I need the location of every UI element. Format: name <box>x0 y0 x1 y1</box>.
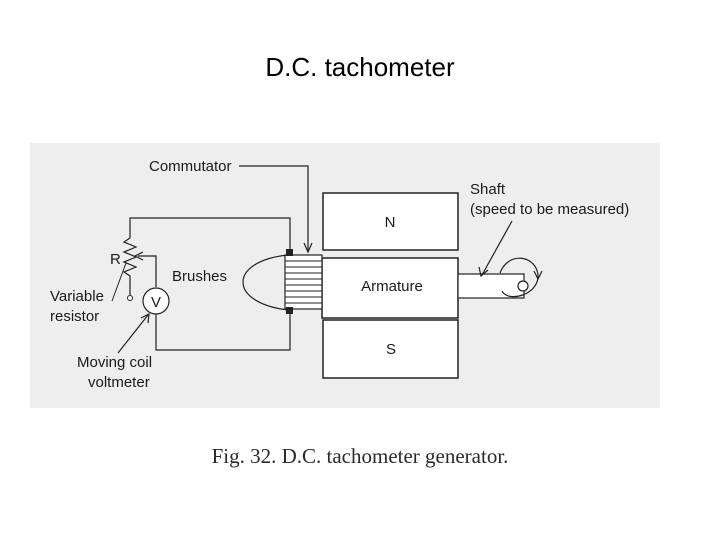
figure-caption: Fig. 32. D.C. tachometer generator. <box>211 444 509 468</box>
bottom-wire <box>155 314 291 351</box>
brushes-label: Brushes <box>172 268 227 285</box>
commutator-label: Commutator <box>149 158 232 175</box>
top-brush <box>286 249 293 256</box>
resistor-zigzag <box>122 237 138 295</box>
resistor-wiper-arrowhead <box>133 251 144 261</box>
bottom-brush <box>286 307 293 314</box>
north-pole-label: N <box>385 214 396 231</box>
south-pole <box>322 319 459 379</box>
shaft-pointer-arrowhead <box>478 266 489 278</box>
shaft-label-line1: Shaft <box>470 181 506 198</box>
armature-label: Armature <box>361 278 423 295</box>
voltmeter-symbol: V <box>151 294 161 311</box>
commutator-pointer <box>239 165 309 251</box>
tachometer-diagram: N Armature S Shaft <box>30 143 660 408</box>
shaft-end <box>517 280 529 292</box>
resistor-symbol: R <box>110 251 121 268</box>
variable-resistor-pointer <box>111 262 127 302</box>
diagram-svg: N Armature S Shaft <box>30 143 660 408</box>
shaft-label-line2: (speed to be measured) <box>470 201 629 218</box>
commutator <box>284 254 323 310</box>
shaft-pointer <box>481 220 513 276</box>
brush-arc <box>242 254 289 311</box>
slide-title: D.C. tachometer <box>265 52 455 82</box>
variable-resistor-label-line2: resistor <box>50 308 99 325</box>
moving-coil-pointer-arrowhead <box>140 312 150 324</box>
north-pole <box>322 192 459 251</box>
south-pole-label: S <box>386 341 396 358</box>
armature <box>321 257 459 319</box>
moving-coil-label-line1: Moving coil <box>77 354 152 371</box>
rotation-arrow <box>499 257 539 298</box>
commutator-pointer-arrowhead <box>303 242 313 254</box>
top-wire <box>129 217 291 249</box>
resistor-wiper <box>138 255 157 287</box>
rotation-arrowhead <box>533 270 543 281</box>
resistor-terminal <box>127 295 133 301</box>
variable-resistor-label-line1: Variable <box>50 288 104 305</box>
shaft <box>457 273 525 299</box>
moving-coil-pointer <box>117 314 149 354</box>
moving-coil-label-line2: voltmeter <box>88 374 150 391</box>
